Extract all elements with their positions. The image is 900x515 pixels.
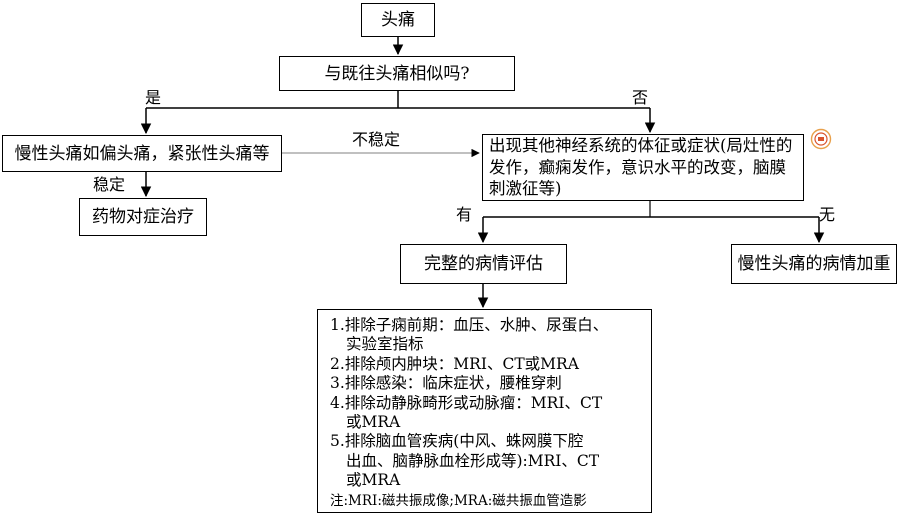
checklist-item: 3.排除感染：临床症状，腰椎穿刺	[330, 374, 643, 393]
edge-label-yes: 是	[145, 88, 162, 107]
checklist-item-line: 4.排除动静脉畸形或动脉瘤：MRI、CT	[330, 393, 603, 412]
edge-label-no: 否	[632, 88, 649, 107]
seal-icon	[810, 128, 832, 150]
checklist-item-line: 或MRA	[346, 413, 401, 432]
node-neuro-signs: 出现其他神经系统的体征或症状(局灶性的发作，癫痫发作，意识水平的改变，脑膜刺激征…	[482, 134, 804, 201]
node-headache: 头痛	[361, 3, 435, 37]
node-full-evaluation: 完整的病情评估	[400, 244, 567, 284]
node-similar-question: 与既往头痛相似吗?	[279, 56, 515, 91]
checklist-item-line: 2.排除颅内肿块：MRI、CT或MRA	[330, 354, 579, 373]
checklist-item: 4.排除动静脉畸形或动脉瘤：MRI、CT 或MRA	[330, 394, 643, 433]
checklist-item-line: 1.排除子痫前期：血压、水肿、尿蛋白、	[330, 316, 609, 334]
node-drug-treatment: 药物对症治疗	[79, 198, 207, 236]
checklist-item: 1.排除子痫前期：血压、水肿、尿蛋白、 实验室指标	[330, 316, 643, 355]
checklist-item-line: 实验室指标	[346, 335, 424, 354]
node-chronic-worse: 慢性头痛的病情加重	[731, 244, 897, 284]
checklist-item-line: 3.排除感染：临床症状，腰椎穿刺	[330, 374, 562, 393]
exclusion-checklist: 1.排除子痫前期：血压、水肿、尿蛋白、 实验室指标 2.排除颅内肿块：MRI、C…	[317, 309, 652, 513]
checklist-item-line: 出血、脑静脉血栓形成等):MRI、CT	[346, 451, 600, 470]
checklist-item-line: 5.排除脑血管疾病(中风、蛛网膜下腔	[330, 432, 584, 451]
edge-label-stable: 稳定	[93, 175, 126, 194]
node-chronic-headache: 慢性头痛如偏头痛，紧张性头痛等	[2, 135, 282, 172]
checklist-item: 5.排除脑血管疾病(中风、蛛网膜下腔 出血、脑静脉血栓形成等):MRI、CT 或…	[330, 432, 643, 490]
edge-label-none: 无	[819, 205, 836, 224]
edge-label-unstable: 不稳定	[352, 130, 401, 149]
edge-label-have: 有	[456, 205, 473, 224]
checklist-item: 2.排除颅内肿块：MRI、CT或MRA	[330, 355, 643, 374]
checklist-item-line: 或MRA	[346, 471, 401, 490]
checklist-footnote: 注:MRI:磁共振成像;MRA:磁共振血管造影	[330, 492, 587, 509]
